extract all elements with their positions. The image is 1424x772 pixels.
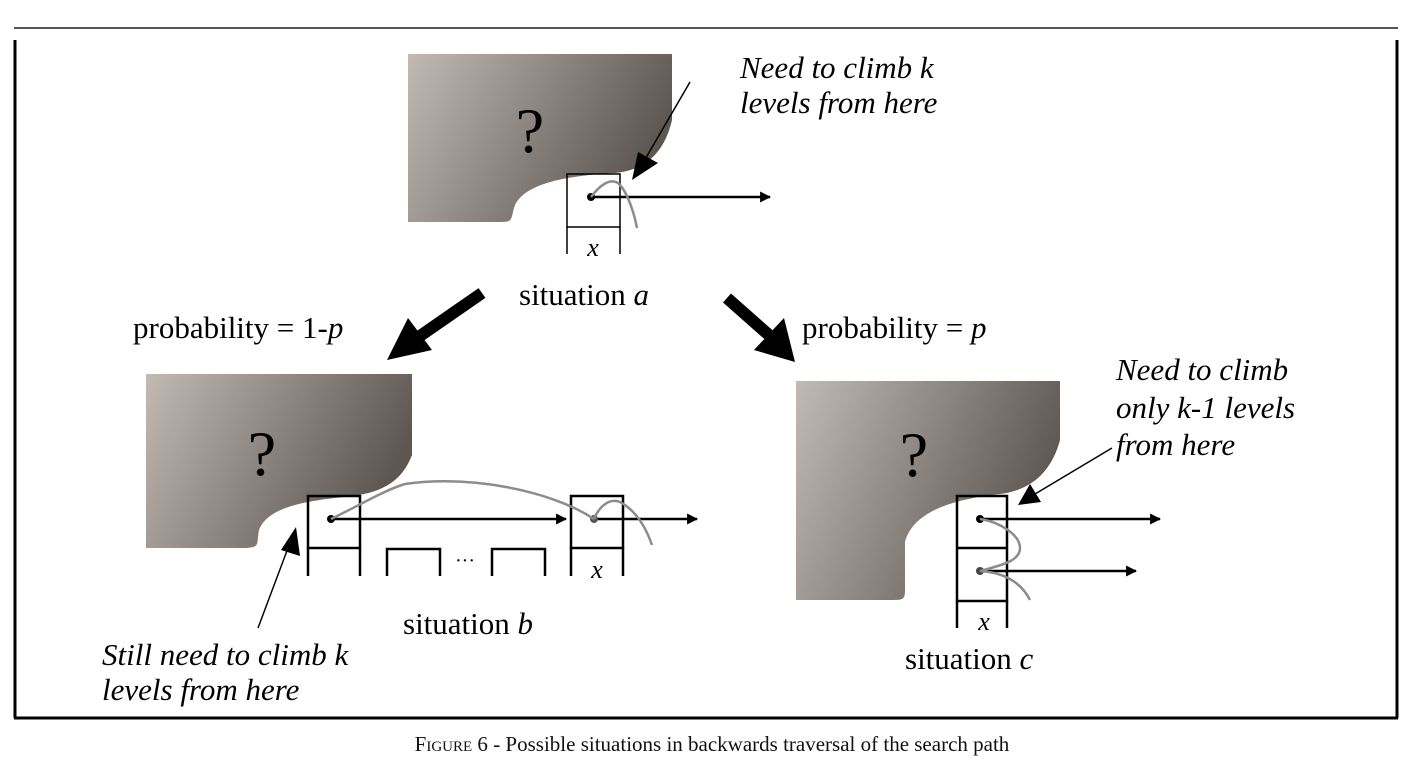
node-cell bbox=[569, 494, 625, 550]
unknown-region-shape bbox=[408, 54, 672, 222]
question-mark-icon: ? bbox=[900, 419, 928, 490]
situation-b: ? ··· x Still need to climb k levels fro… bbox=[102, 374, 699, 707]
question-mark-icon: ? bbox=[516, 95, 544, 166]
branch-arrow-shaft bbox=[723, 293, 774, 341]
figure-caption-text: - Possible situations in backwards trave… bbox=[487, 732, 1010, 756]
node-key-x: x bbox=[977, 607, 990, 636]
probability-left-label: probability = 1-p bbox=[133, 310, 343, 345]
situation-b-label: situation b bbox=[403, 606, 533, 641]
situation-c-label: situation c bbox=[905, 641, 1034, 676]
annotation-arrowhead bbox=[632, 152, 658, 180]
question-mark-icon: ? bbox=[248, 418, 276, 489]
finger-curve bbox=[590, 180, 639, 229]
branch-left: probability = 1-p bbox=[133, 288, 486, 360]
short-node bbox=[385, 547, 442, 576]
node-cell bbox=[306, 494, 362, 550]
situation-a-label: situation a bbox=[519, 277, 649, 312]
figure-caption: Figure 6 - Possible situations in backwa… bbox=[0, 732, 1424, 757]
finger-curve bbox=[979, 517, 1032, 601]
annotation-arrowhead bbox=[281, 527, 300, 556]
branch-right: probability = p bbox=[723, 293, 987, 362]
situation-c: ? x Need to climb only k-1 levels from h… bbox=[796, 352, 1295, 676]
node-cell bbox=[566, 173, 621, 228]
annotation-text-line1: Need to climb bbox=[1115, 352, 1288, 387]
annotation-text-line3: from here bbox=[1116, 427, 1235, 462]
node-key-x: x bbox=[590, 555, 603, 584]
annotation-text-line2: levels from here bbox=[740, 85, 938, 120]
unknown-region-shape bbox=[146, 374, 412, 548]
branch-arrowhead bbox=[387, 318, 432, 360]
branch-arrowhead bbox=[754, 318, 795, 362]
unknown-region-shape bbox=[796, 381, 1060, 600]
probability-right-label: probability = p bbox=[802, 310, 987, 345]
annotation-arrowhead bbox=[1018, 484, 1041, 505]
figure-caption-label: Figure 6 bbox=[414, 732, 488, 756]
finger-curve bbox=[592, 499, 654, 546]
annotation-text-line1: Need to climb k bbox=[739, 50, 935, 85]
node-key-x: x bbox=[586, 233, 599, 262]
annotation-pointer-line bbox=[1029, 447, 1113, 498]
finger-curve bbox=[330, 480, 595, 521]
short-node bbox=[490, 547, 547, 576]
annotation-pointer-line bbox=[257, 539, 292, 629]
annotation-pointer-line bbox=[639, 81, 691, 169]
situation-a: ? x Need to climb k levels from here sit… bbox=[408, 50, 938, 312]
ellipsis: ··· bbox=[455, 550, 475, 572]
annotation-text-line2: only k-1 levels bbox=[1116, 390, 1295, 425]
branch-arrow-shaft bbox=[416, 288, 486, 341]
annotation-text-line2: levels from here bbox=[102, 672, 300, 707]
annotation-text-line1: Still need to climb k bbox=[102, 637, 349, 672]
